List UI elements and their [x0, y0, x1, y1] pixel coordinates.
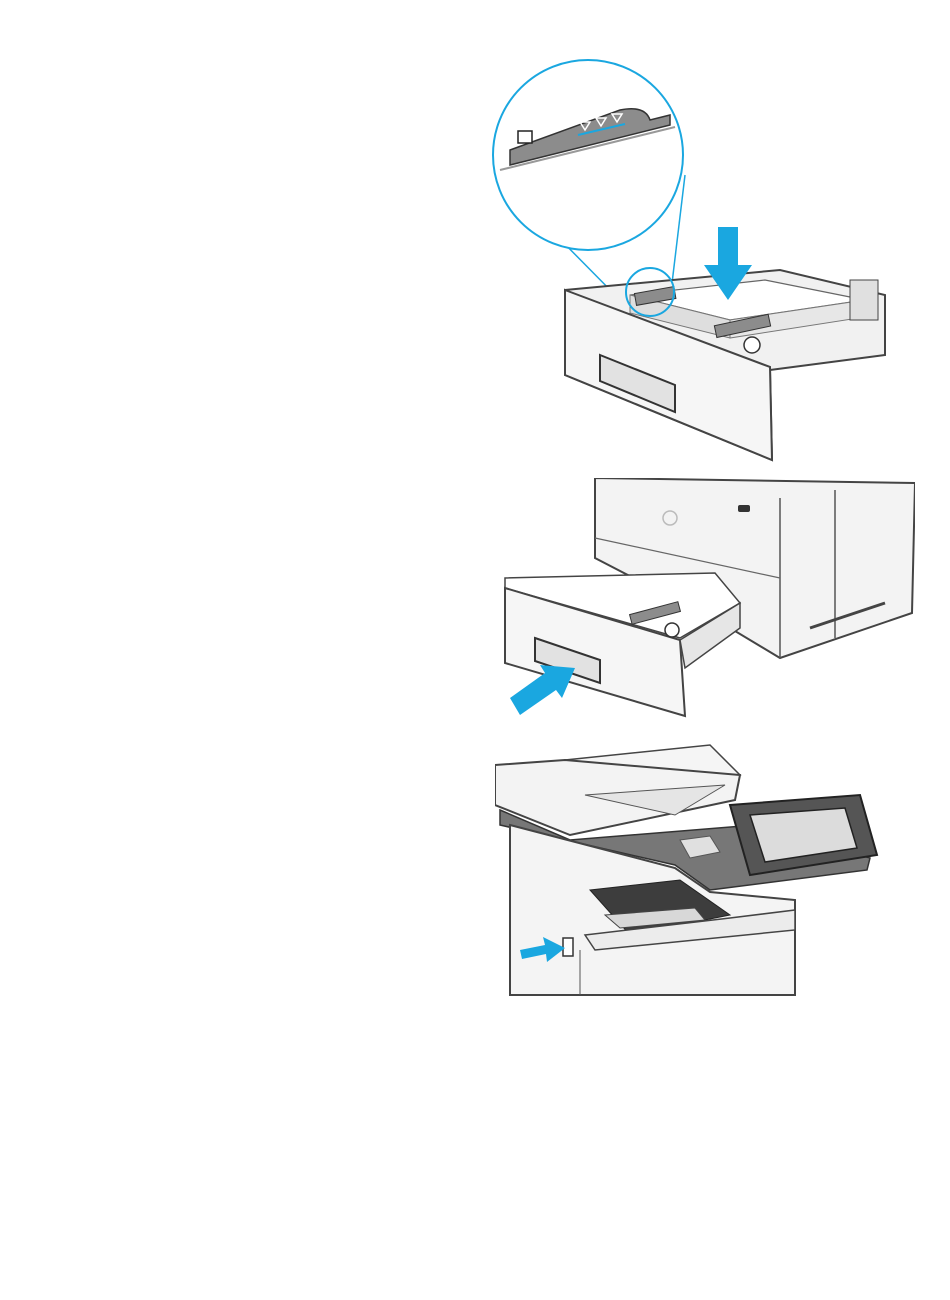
figure-tray-fill-level — [490, 55, 890, 465]
tray-release-button[interactable] — [563, 938, 573, 956]
paper-limit-marks-inset — [493, 60, 683, 250]
figure-close-tray — [490, 478, 915, 718]
figure-printer-front — [495, 740, 885, 1000]
paper-tray — [565, 270, 885, 460]
